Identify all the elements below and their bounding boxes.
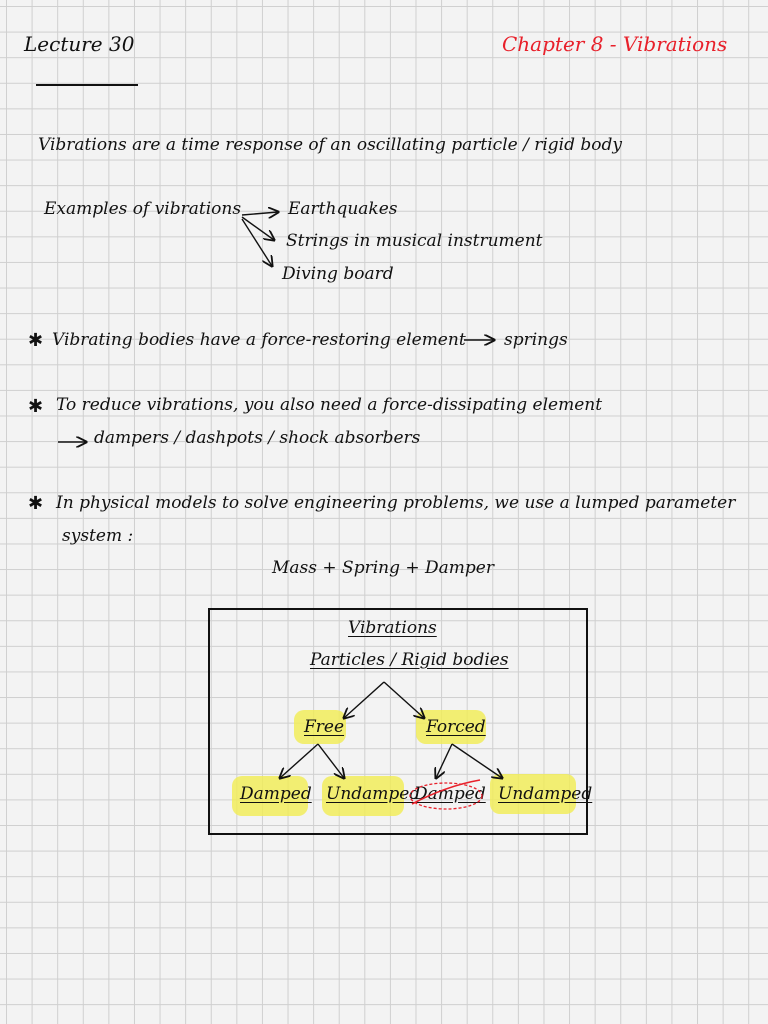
highlight-free-damped: [232, 776, 308, 816]
highlight-forced-undamped: [490, 774, 576, 814]
arrow-to-forced-damped: [436, 743, 453, 778]
definition-text: Vibrations are a time response of an osc…: [38, 135, 623, 155]
diagram-title: Vibrations: [348, 618, 437, 638]
arrow-earthquakes: [241, 212, 278, 215]
crossout-strike: [411, 779, 481, 805]
physical-text-line1: In physical models to solve engineering …: [56, 493, 736, 513]
arrow-to-free-undamped: [317, 743, 344, 778]
example-item: Strings in musical instrument: [286, 231, 543, 251]
example-item: Earthquakes: [288, 199, 398, 219]
diagram-subtitle: Particles / Rigid bodies: [310, 650, 509, 670]
asterisk-bullet: ✱: [28, 330, 44, 351]
node-forced-undamped: Undamped: [498, 784, 593, 804]
node-free-undamped: Undamped: [326, 784, 421, 804]
arrow-to-forced-undamped: [451, 743, 502, 778]
arrow-strings: [241, 216, 274, 240]
reduce-text: To reduce vibrations, you also need a fo…: [56, 395, 603, 415]
physical-text-line2: system :: [62, 526, 134, 546]
highlight-forced: [416, 710, 486, 744]
restoring-text: Vibrating bodies have a force-restoring …: [52, 330, 466, 350]
asterisk-bullet: ✱: [28, 396, 44, 417]
examples-label: Examples of vibrations: [44, 199, 242, 219]
node-forced-damped: Damped: [414, 784, 486, 804]
example-item: Diving board: [282, 264, 394, 284]
node-free: Free: [304, 717, 345, 737]
chapter-title: Chapter 8 - Vibrations: [502, 32, 728, 56]
reduce-targets: dampers / dashpots / shock absorbers: [94, 428, 421, 448]
arrow-diving: [241, 218, 272, 266]
lumped-formula: Mass + Spring + Damper: [272, 558, 494, 578]
lecture-title: Lecture 30: [24, 32, 135, 56]
asterisk-bullet: ✱: [28, 493, 44, 514]
vibrations-diagram-box: [208, 608, 588, 835]
node-forced: Forced: [426, 717, 486, 737]
arrow-to-free: [344, 681, 385, 718]
arrow-to-forced: [383, 681, 424, 718]
highlight-free: [294, 710, 346, 744]
highlight-free-undamped: [322, 776, 404, 816]
restoring-target: springs: [504, 330, 568, 350]
arrow-to-free-damped: [280, 743, 319, 778]
crossout-ellipse: [409, 782, 483, 810]
node-free-damped: Damped: [240, 784, 312, 804]
lecture-underline: [36, 84, 138, 86]
